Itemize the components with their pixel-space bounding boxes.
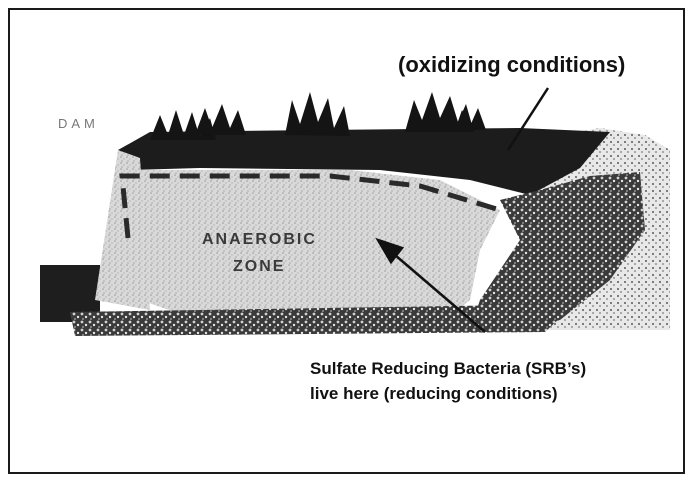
srb-caption-line1: Sulfate Reducing Bacteria (SRB’s): [310, 356, 586, 381]
bottom-sediment: [70, 305, 560, 336]
srb-caption-line2: live here (reducing conditions): [310, 381, 586, 406]
oxidizing-conditions-label: (oxidizing conditions): [398, 52, 625, 78]
anaerobic-label: ANAEROBIC: [202, 231, 317, 249]
zone-label: ZONE: [233, 258, 285, 276]
srb-caption: Sulfate Reducing Bacteria (SRB’s) live h…: [310, 356, 586, 406]
dam-label: DAM: [58, 116, 99, 131]
